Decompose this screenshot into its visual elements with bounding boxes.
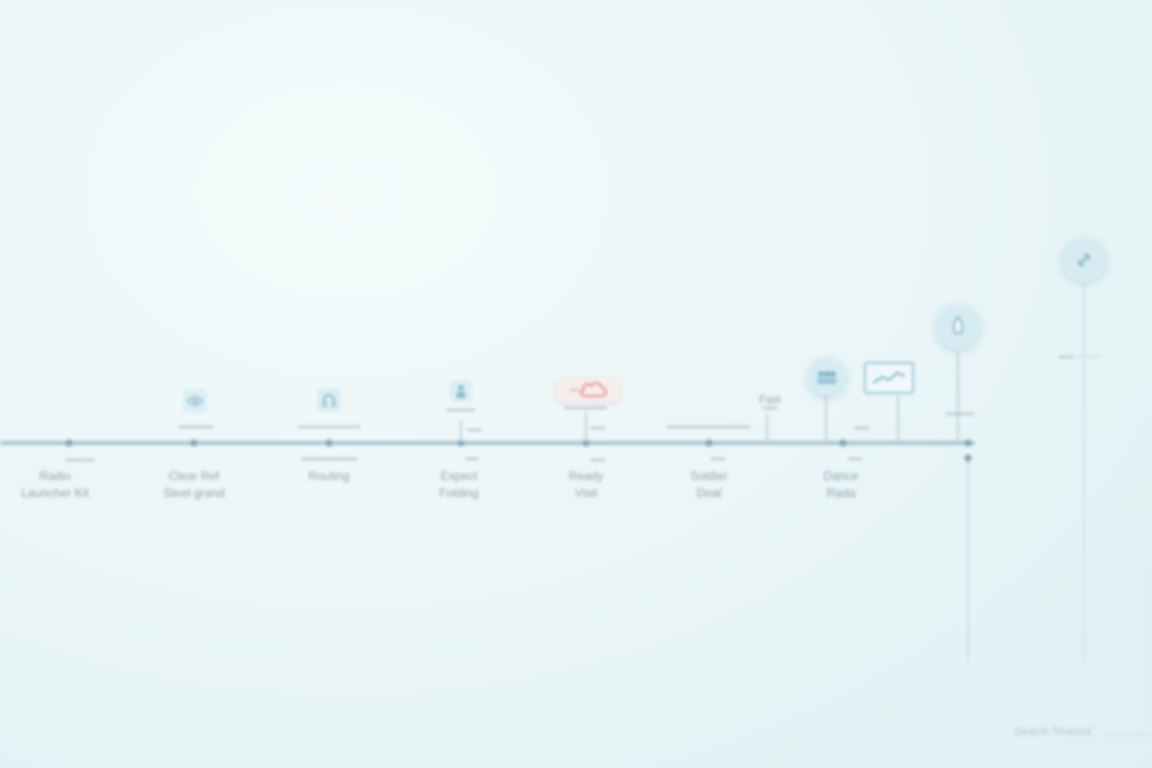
annotation-mark: ▬▬▬▬ — [946, 410, 974, 417]
annotation-mark: ▬▬▬▬▬▬▬▬▬▬▬▬ — [667, 423, 751, 430]
extra-label: Fast — [759, 394, 781, 406]
footer-rule — [1104, 734, 1150, 735]
annotation-mark: ▬▬▬▬ — [66, 456, 94, 463]
annotation-mark: ▬▬ — [1059, 353, 1073, 360]
connector-line — [897, 396, 899, 442]
milestone-label: Clear Ref Steel grand — [163, 469, 225, 500]
timeline-axis — [0, 441, 975, 445]
milestone-label: Soldier Deal — [690, 469, 728, 500]
annotation-mark: ▬▬▬▬▬▬▬▬ — [301, 455, 357, 462]
link-icon — [1062, 238, 1106, 282]
connector-line — [460, 420, 462, 442]
timeline-node — [582, 439, 590, 447]
annotation-mark: ▬▬▬▬▬▬▬▬▬ — [297, 423, 361, 430]
timeline-node — [457, 439, 465, 447]
people-icon — [808, 358, 846, 396]
annotation-mark: ▬▬ — [591, 456, 605, 463]
connector-line — [825, 395, 827, 442]
annotation-mark: ▬▬ — [465, 455, 479, 462]
annotation-mark: ▬▬ — [763, 404, 777, 411]
connector-line — [957, 352, 959, 442]
milestone-label: Ready Visit — [568, 469, 604, 500]
timeline-node — [190, 439, 198, 447]
panel-edge — [1148, 452, 1150, 732]
timeline-node — [839, 439, 847, 447]
timeline-node — [964, 439, 972, 447]
connector-line — [1083, 285, 1085, 663]
annotation-mark: ▬▬ — [467, 426, 481, 433]
milestone-label: Dance Rada — [823, 469, 859, 500]
annotation-mark: ▬▬ — [855, 424, 869, 431]
annotation-mark: ▬▬ — [711, 455, 725, 462]
timeline-node — [705, 439, 713, 447]
chart-monitor-icon — [864, 362, 914, 394]
annotation-mark: ▬▬▬▬▬ — [178, 423, 214, 430]
timeline-node — [964, 454, 972, 462]
eye-icon — [183, 389, 207, 413]
rocket-icon — [936, 305, 980, 349]
headphones-icon — [317, 388, 341, 412]
milestone-label: Radio Launcher Kit — [21, 469, 89, 500]
annotation-mark: ▬▬▬▬▬▬ — [565, 404, 607, 411]
connector-tick — [1066, 356, 1100, 357]
cloud-icon — [556, 378, 620, 402]
footer-text: Search Timeout — [1014, 726, 1092, 738]
milestone-label: Expect Folding — [439, 469, 479, 500]
annotation-mark: ▬▬▬▬ — [447, 406, 475, 413]
annotation-mark: ▬▬ — [591, 424, 605, 431]
annotation-mark: ▬▬ — [848, 455, 862, 462]
connector-line — [585, 412, 587, 442]
timeline-node — [65, 439, 73, 447]
person-icon — [450, 380, 472, 402]
timeline-node — [325, 439, 333, 447]
connector-line — [967, 462, 969, 662]
connector-line — [766, 414, 768, 442]
milestone-label: Routing — [308, 469, 350, 483]
